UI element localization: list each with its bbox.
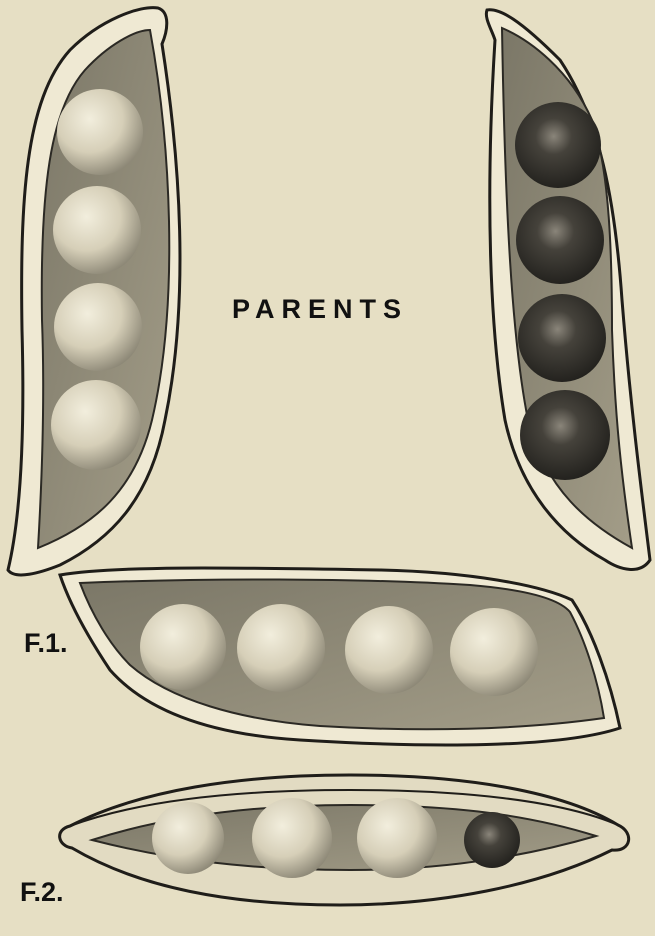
pea-pale	[345, 606, 433, 694]
pea-pale	[252, 798, 332, 878]
pea-pale	[53, 186, 141, 274]
pea-dark	[516, 196, 604, 284]
parent-pod-left	[8, 8, 180, 575]
pea-dark	[518, 294, 606, 382]
pea-pale	[357, 798, 437, 878]
pea-pale	[152, 802, 224, 874]
pea-pale	[51, 380, 141, 470]
pea-pale	[450, 608, 538, 696]
parent-pod-right	[486, 10, 650, 570]
f2-label: F.2.	[20, 877, 64, 908]
f2-pod	[60, 775, 629, 905]
pea-pale	[140, 604, 226, 690]
f1-pod	[60, 568, 620, 745]
pea-dark	[464, 812, 520, 868]
pea-pale	[54, 283, 142, 371]
pea-dark	[520, 390, 610, 480]
parents-label: PARENTS	[232, 294, 408, 325]
pea-dark	[515, 102, 601, 188]
f1-label: F.1.	[24, 628, 68, 659]
pea-pale	[57, 89, 143, 175]
pea-pale	[237, 604, 325, 692]
